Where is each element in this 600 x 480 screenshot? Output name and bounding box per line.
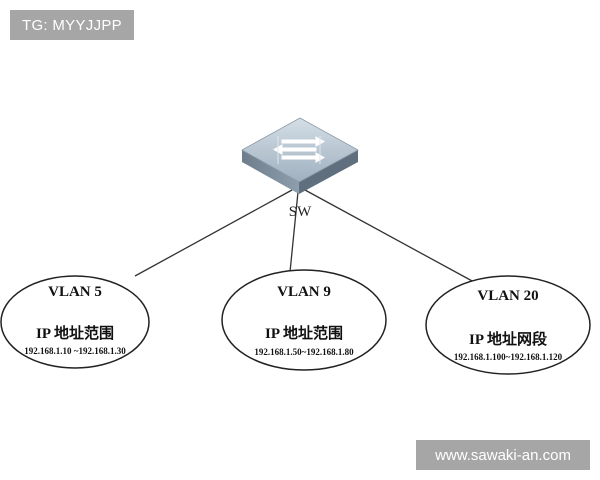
vlan9-range: 192.168.1.50~192.168.1.80 xyxy=(254,347,354,357)
vlan20-ellipse xyxy=(425,275,591,375)
link-sw-vlan9 xyxy=(289,191,299,273)
vlan20-subtitle: IP 地址网段 xyxy=(469,332,547,348)
switch-icon xyxy=(241,117,359,194)
vlan9-title: VLAN 9 xyxy=(277,284,331,300)
vlan9-ellipse xyxy=(221,269,387,371)
tag-label: TG: MYYJJPP xyxy=(10,10,134,40)
watermark-label: www.sawaki-an.com xyxy=(416,440,590,470)
vlan5-subtitle: IP 地址范围 xyxy=(36,326,114,342)
vlan5-ellipse xyxy=(0,275,150,369)
link-sw-vlan20 xyxy=(304,189,475,283)
switch-label: SW xyxy=(288,204,312,220)
link-sw-vlan5 xyxy=(134,189,293,277)
vlan20-range: 192.168.1.100~192.168.1.120 xyxy=(453,352,563,362)
vlan5-title: VLAN 5 xyxy=(48,284,102,300)
vlan5-range: 192.168.1.10 ~192.168.1.30 xyxy=(24,346,126,356)
vlan9-subtitle: IP 地址范围 xyxy=(265,326,343,342)
vlan20-title: VLAN 20 xyxy=(477,288,539,304)
